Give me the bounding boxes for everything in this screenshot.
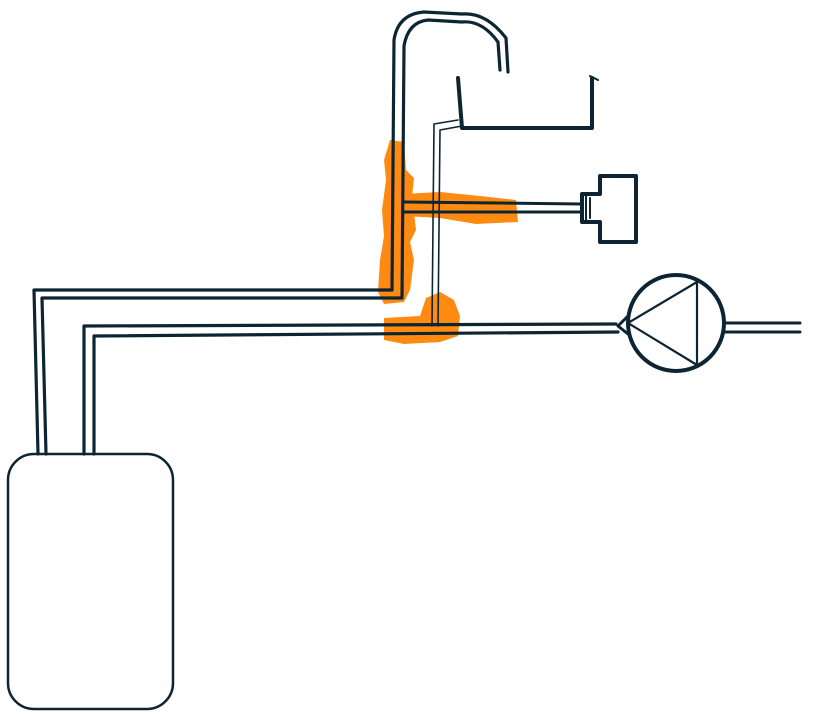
highlight-lower-junction <box>384 292 460 344</box>
pump-inlet-tip <box>616 314 630 336</box>
pump-triangle <box>626 280 699 367</box>
upper-pipe <box>32 10 510 456</box>
outlet-branch-pipe <box>402 200 584 214</box>
pump-casing <box>626 273 726 373</box>
outlet-fitting-ticks <box>585 195 591 221</box>
lower-pipe <box>82 322 620 456</box>
tank <box>6 452 175 711</box>
sink-drain-pipe <box>431 119 463 327</box>
sink-basin-tip <box>589 75 599 81</box>
sink-basin <box>456 76 594 130</box>
outlet-fitting <box>580 174 638 244</box>
highlight-marks <box>378 140 518 344</box>
pump-outlet-pipe <box>722 321 802 334</box>
highlight-outlet-branch <box>404 192 518 224</box>
highlight-vertical-junction <box>378 140 416 304</box>
pump <box>616 273 726 373</box>
